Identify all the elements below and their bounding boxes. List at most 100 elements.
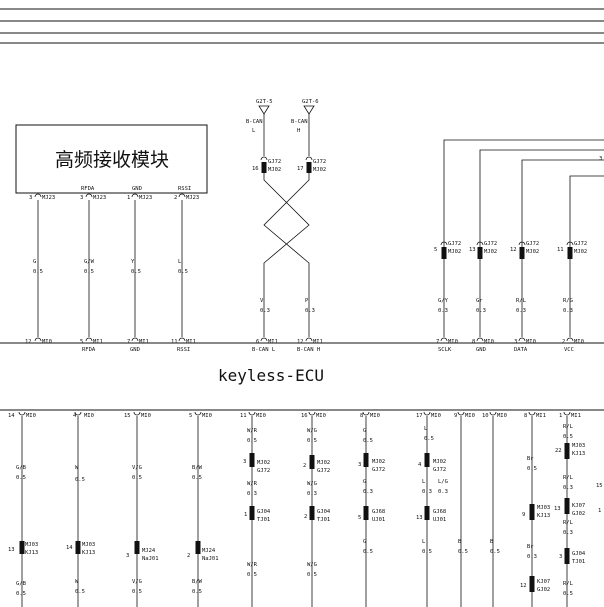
svg-text:R/L: R/L — [563, 520, 574, 526]
svg-text:GJ04: GJ04 — [572, 551, 586, 557]
svg-text:R/L: R/L — [516, 298, 527, 304]
svg-text:12: 12 — [510, 247, 517, 253]
svg-text:G: G — [363, 479, 366, 485]
svg-text:MI0: MI0 — [497, 413, 507, 419]
svg-text:0.5: 0.5 — [131, 269, 141, 275]
svg-text:GJ68: GJ68 — [433, 509, 446, 515]
svg-text:GJ72: GJ72 — [313, 159, 326, 165]
svg-text:G: G — [363, 428, 366, 434]
svg-text:B/W: B/W — [192, 579, 203, 585]
svg-text:MI0: MI0 — [574, 339, 584, 345]
svg-text:Y: Y — [131, 259, 135, 265]
svg-text:0.5: 0.5 — [247, 438, 257, 444]
svg-text:0.5: 0.5 — [33, 269, 43, 275]
svg-text:12: 12 — [25, 339, 32, 345]
svg-text:G: G — [33, 259, 36, 265]
svg-text:GJ72: GJ72 — [433, 467, 446, 473]
module-pin-1: 3 MJ23 G 0.5 — [29, 193, 55, 337]
svg-text:13: 13 — [8, 547, 15, 553]
svg-text:MJ02: MJ02 — [574, 249, 587, 255]
svg-text:MJ02: MJ02 — [317, 460, 330, 466]
svg-text:W/G: W/G — [307, 428, 317, 434]
svg-text:GND: GND — [130, 347, 140, 353]
svg-text:G2T-5: G2T-5 — [256, 99, 273, 105]
svg-text:0.5: 0.5 — [424, 436, 434, 442]
svg-text:GJ72: GJ72 — [448, 241, 461, 247]
svg-text:0.5: 0.5 — [563, 434, 573, 440]
svg-text:0.5: 0.5 — [16, 475, 26, 481]
svg-text:TJ01: TJ01 — [572, 559, 585, 565]
svg-text:3: 3 — [599, 156, 602, 162]
rf-receiver-module: 高频接收模块 3 MJ23 G 0.5 RFDA 3 MJ23 G/W 0.5 … — [15, 124, 208, 337]
svg-text:V: V — [260, 298, 264, 304]
svg-text:0.5: 0.5 — [75, 477, 85, 483]
svg-text:W/R: W/R — [247, 562, 258, 568]
svg-text:0.3: 0.3 — [563, 485, 573, 491]
svg-text:B-CAN H: B-CAN H — [297, 347, 320, 353]
svg-text:R/L: R/L — [563, 581, 574, 587]
svg-text:0.3: 0.3 — [563, 530, 573, 536]
svg-text:GJ72: GJ72 — [317, 468, 330, 474]
svg-text:W/R: W/R — [247, 428, 258, 434]
svg-text:MI0: MI0 — [141, 413, 151, 419]
svg-text:14: 14 — [66, 545, 73, 551]
svg-text:NaJ01: NaJ01 — [202, 556, 219, 562]
svg-text:0.3: 0.3 — [527, 554, 537, 560]
svg-text:5: 5 — [434, 247, 437, 253]
svg-text:MJ03: MJ03 — [25, 542, 38, 548]
svg-text:0.3: 0.3 — [363, 489, 373, 495]
svg-text:L: L — [178, 259, 182, 265]
svg-text:G/B: G/B — [16, 581, 27, 587]
svg-text:W/G: W/G — [307, 562, 317, 568]
svg-text:RFDA: RFDA — [81, 186, 95, 192]
svg-text:MJ02: MJ02 — [268, 167, 281, 173]
svg-text:0.5: 0.5 — [363, 438, 373, 444]
ecu-upper-edge: 12 MI0 5 MI1 RFDA 7 MI1 GND 11 MI1 RSSI … — [0, 337, 604, 353]
svg-text:MJ02: MJ02 — [313, 167, 326, 173]
svg-text:5: 5 — [80, 339, 83, 345]
svg-text:5: 5 — [358, 515, 361, 521]
svg-text:0.3: 0.3 — [247, 491, 257, 497]
svg-text:0.5: 0.5 — [422, 549, 432, 555]
svg-text:GJ04: GJ04 — [317, 509, 331, 515]
svg-text:10: 10 — [482, 413, 489, 419]
svg-text:8: 8 — [360, 413, 363, 419]
svg-text:MI0: MI0 — [42, 339, 52, 345]
svg-text:6: 6 — [256, 339, 259, 345]
svg-text:17: 17 — [297, 166, 304, 172]
svg-text:GJ68: GJ68 — [372, 509, 385, 515]
svg-text:L: L — [424, 426, 428, 432]
svg-text:MI1: MI1 — [186, 339, 196, 345]
svg-text:B: B — [458, 539, 462, 545]
svg-text:0.5: 0.5 — [132, 589, 142, 595]
lower-plain-columns: 9 MI0 B 0.5 10 MI0 B 0.5 — [454, 411, 507, 607]
svg-text:MI0: MI0 — [484, 339, 494, 345]
svg-text:0.3: 0.3 — [516, 308, 526, 314]
svg-text:L: L — [252, 128, 256, 134]
svg-text:0.5: 0.5 — [490, 549, 500, 555]
svg-text:7: 7 — [436, 339, 439, 345]
svg-text:MJ24: MJ24 — [202, 548, 216, 554]
svg-text:8: 8 — [472, 339, 475, 345]
svg-text:GND: GND — [132, 186, 142, 192]
svg-text:3: 3 — [29, 195, 32, 201]
svg-text:1: 1 — [598, 508, 601, 514]
svg-text:RFDA: RFDA — [82, 347, 96, 353]
svg-text:Br: Br — [527, 456, 534, 462]
header-rules — [0, 8, 604, 44]
svg-text:RSSI: RSSI — [177, 347, 190, 353]
svg-text:MI1: MI1 — [313, 339, 323, 345]
svg-text:0.5: 0.5 — [307, 572, 317, 578]
svg-text:2: 2 — [174, 195, 177, 201]
svg-text:GJ72: GJ72 — [526, 241, 539, 247]
svg-text:0.3: 0.3 — [438, 308, 448, 314]
svg-text:RSSI: RSSI — [178, 186, 191, 192]
svg-text:0.3: 0.3 — [563, 308, 573, 314]
svg-text:L: L — [422, 539, 426, 545]
svg-text:MI0: MI0 — [26, 413, 36, 419]
svg-text:GND: GND — [476, 347, 486, 353]
svg-text:2: 2 — [303, 463, 306, 469]
svg-text:3: 3 — [514, 339, 517, 345]
svg-text:G/W: G/W — [84, 259, 95, 265]
svg-text:14: 14 — [8, 413, 15, 419]
